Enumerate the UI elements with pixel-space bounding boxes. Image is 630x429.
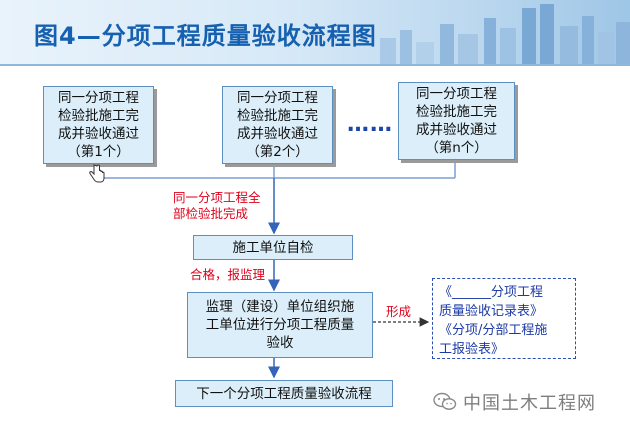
batch-box-2: 同一分项工程 检验批施工完 成并验收通过 （第2个）	[222, 86, 333, 164]
wechat-icon	[433, 392, 457, 410]
pass-report-label: 合格，报监理	[190, 267, 266, 282]
acceptance-records-box: 《______分项工程 质量验收记录表》 《分项/分部工程施 工报验表》	[432, 278, 576, 359]
supervision-acceptance-box: 监理（建设）单位组织施 工单位进行分项工程质量 验收	[187, 292, 373, 358]
header-divider	[0, 64, 630, 66]
page-title: 图4—分项工程质量验收流程图	[34, 22, 377, 50]
form-label: 形成	[386, 304, 412, 319]
ellipsis: ……	[347, 112, 393, 137]
next-process-box: 下一个分项工程质量验收流程	[175, 380, 393, 407]
hand-pointer-icon	[89, 164, 105, 183]
batch-box-n: 同一分项工程 检验批施工完 成并验收通过 （第n个）	[398, 82, 515, 160]
watermark-text: 中国土木工程网	[463, 393, 596, 414]
self-check-box: 施工单位自检	[193, 235, 353, 260]
batch-box-1: 同一分项工程 检验批施工完 成并验收通过 （第1个）	[43, 86, 154, 164]
watermark: 中国土木工程网	[433, 389, 596, 415]
all-batches-complete-label: 同一分项工程全 部检验批完成	[173, 190, 261, 221]
city-skyline-image	[380, 4, 630, 64]
